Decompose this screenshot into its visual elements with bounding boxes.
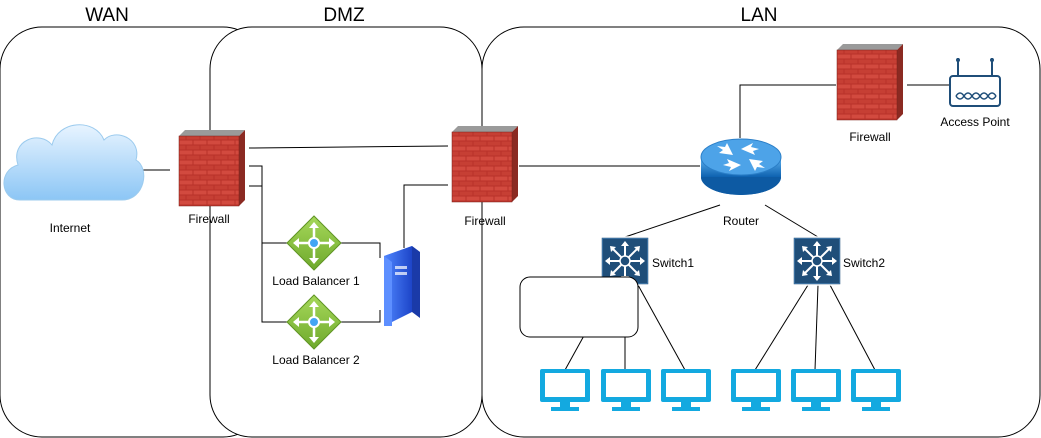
access-point-icon [949, 58, 1001, 107]
link-switch2-pc4 [754, 284, 809, 371]
link-router-switch2 [764, 204, 819, 238]
zone-title-wan: WAN [85, 5, 129, 26]
link-lb1-server [340, 242, 381, 258]
link-server-firewall [403, 184, 448, 248]
monitor-icon [731, 369, 781, 411]
empty-note-box[interactable] [519, 276, 639, 338]
switch2-label: Switch2 [843, 256, 885, 270]
zone-dmz [209, 26, 483, 438]
internet-label: Internet [50, 221, 91, 235]
connections [143, 84, 950, 371]
router-label: Router [723, 214, 759, 228]
firewall-icon [178, 129, 246, 207]
link-router-switch1 [624, 204, 721, 238]
link-firewall-firewall [248, 145, 449, 149]
firewall-icon [836, 43, 904, 121]
zone-title-dmz: DMZ [323, 5, 365, 26]
cloud-icon [3, 124, 145, 201]
link-switch1-pc3 [637, 284, 686, 371]
link-firewall-lb2 [249, 185, 290, 323]
link-switch2-pc5 [814, 284, 819, 371]
monitor-icon [661, 369, 711, 411]
access-point-label: Access Point [940, 115, 1010, 129]
monitor-icon [851, 369, 901, 411]
zone-lan [481, 26, 1041, 438]
router-icon [700, 138, 782, 195]
zone-title-lan: LAN [741, 5, 778, 26]
switch-icon [792, 236, 842, 286]
firewall-lan-label: Firewall [849, 130, 890, 144]
firewall-dmz-label: Firewall [464, 214, 505, 228]
link-lb2-server [340, 310, 381, 323]
load-balancer-2-label: Load Balancer 2 [272, 353, 360, 367]
link-router-firewall [739, 84, 836, 138]
firewall-icon [451, 125, 519, 203]
monitor-icon [601, 369, 651, 411]
switch1-label: Switch1 [652, 256, 694, 270]
server-icon [384, 246, 420, 326]
monitor-icon [540, 369, 590, 411]
monitor-icon [791, 369, 841, 411]
firewall-wan-label: Firewall [188, 212, 229, 226]
load-balancer-1-label: Load Balancer 1 [272, 274, 360, 288]
link-switch2-pc6 [829, 284, 876, 371]
